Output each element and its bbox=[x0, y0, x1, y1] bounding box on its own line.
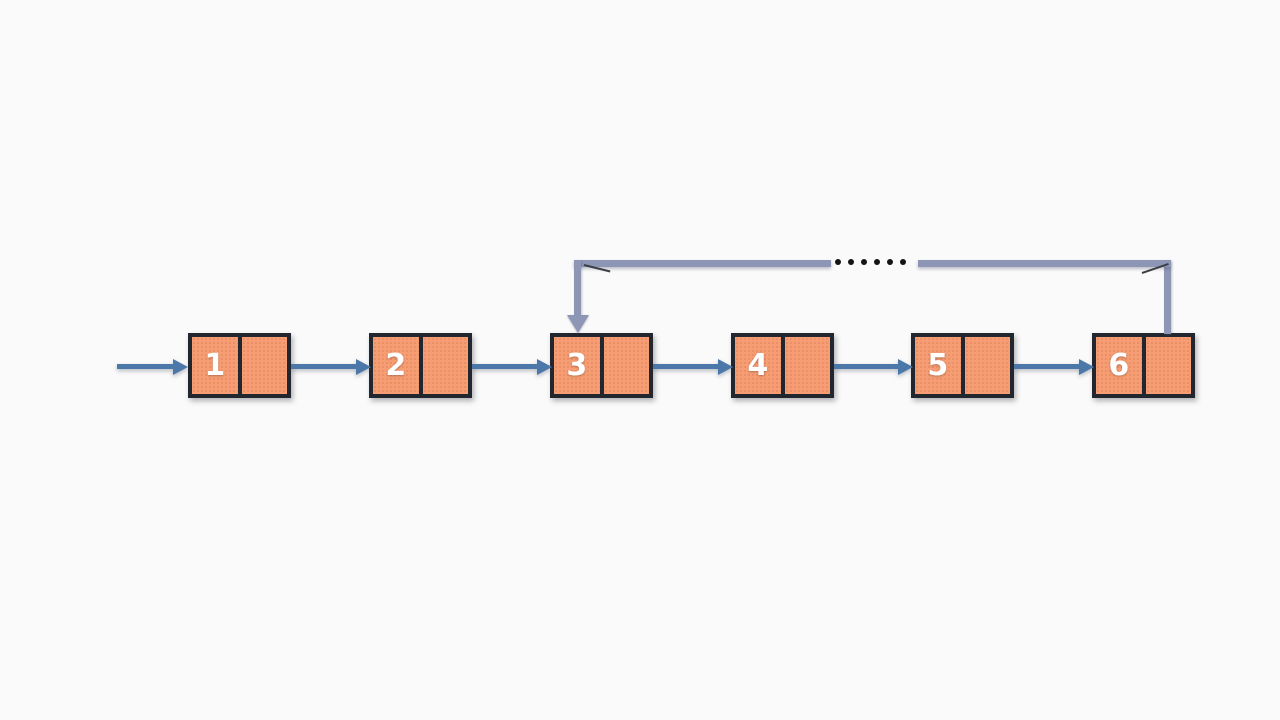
node-pointer-cell bbox=[603, 337, 649, 394]
node-value-cell: 5 bbox=[915, 337, 961, 394]
node-pointer-cell bbox=[422, 337, 468, 394]
ellipsis-dot-icon bbox=[874, 259, 880, 265]
next-arrow-3-4 bbox=[653, 358, 733, 375]
list-node-2: 2 bbox=[369, 333, 472, 398]
list-node-5: 5 bbox=[911, 333, 1014, 398]
list-node-4: 4 bbox=[731, 333, 834, 398]
cell-divider bbox=[960, 337, 965, 394]
cycle-line-right-segment bbox=[918, 260, 1171, 267]
cell-divider bbox=[418, 337, 423, 394]
cycle-line-down-to-node3 bbox=[574, 260, 581, 317]
arrow-shaft bbox=[472, 364, 537, 369]
list-node-1: 1 bbox=[188, 333, 291, 398]
next-arrow-2-3 bbox=[472, 358, 552, 375]
node-value-cell: 3 bbox=[554, 337, 600, 394]
next-arrow-1-2 bbox=[291, 358, 371, 375]
node-value: 3 bbox=[566, 347, 588, 383]
node-value-cell: 4 bbox=[735, 337, 781, 394]
list-node-3: 3 bbox=[550, 333, 653, 398]
arrow-tip-icon bbox=[718, 358, 733, 375]
next-arrow-5-6 bbox=[1014, 358, 1094, 375]
arrow-shaft bbox=[653, 364, 718, 369]
arrow-shaft bbox=[1014, 364, 1079, 369]
ellipsis-dot-icon bbox=[835, 259, 841, 265]
node-pointer-cell bbox=[241, 337, 287, 394]
ellipsis-dot-icon bbox=[900, 259, 906, 265]
arrow-tip-icon bbox=[537, 358, 552, 375]
node-value-cell: 2 bbox=[373, 337, 419, 394]
node-value: 5 bbox=[927, 347, 949, 383]
node-value: 6 bbox=[1108, 347, 1130, 383]
node-pointer-cell bbox=[784, 337, 830, 394]
ellipsis-dot-icon bbox=[861, 259, 867, 265]
node-value: 2 bbox=[385, 347, 407, 383]
node-value-cell: 1 bbox=[192, 337, 238, 394]
arrow-shaft bbox=[291, 364, 356, 369]
arrow-shaft bbox=[834, 364, 898, 369]
cell-divider bbox=[237, 337, 242, 394]
head-arrow-shaft bbox=[117, 364, 173, 369]
cycle-arrowhead-icon bbox=[567, 315, 589, 333]
head-arrow-tip-icon bbox=[173, 358, 188, 375]
ellipsis-dot-icon bbox=[848, 259, 854, 265]
arrow-tip-icon bbox=[1079, 358, 1094, 375]
cycle-line-up-from-node6 bbox=[1164, 260, 1171, 334]
arrow-tip-icon bbox=[898, 358, 913, 375]
node-pointer-cell bbox=[1145, 337, 1191, 394]
cell-divider bbox=[780, 337, 785, 394]
arrow-tip-icon bbox=[356, 358, 371, 375]
ellipsis-dot-icon bbox=[887, 259, 893, 265]
cell-divider bbox=[599, 337, 604, 394]
node-value-cell: 6 bbox=[1096, 337, 1142, 394]
node-value: 1 bbox=[204, 347, 226, 383]
ellipsis-dots bbox=[835, 259, 906, 265]
node-pointer-cell bbox=[964, 337, 1010, 394]
next-arrow-4-5 bbox=[834, 358, 913, 375]
cell-divider bbox=[1141, 337, 1146, 394]
cycle-line-left-segment bbox=[574, 260, 831, 267]
list-node-6: 6 bbox=[1092, 333, 1195, 398]
head-arrow bbox=[117, 358, 188, 375]
node-value: 4 bbox=[747, 347, 769, 383]
